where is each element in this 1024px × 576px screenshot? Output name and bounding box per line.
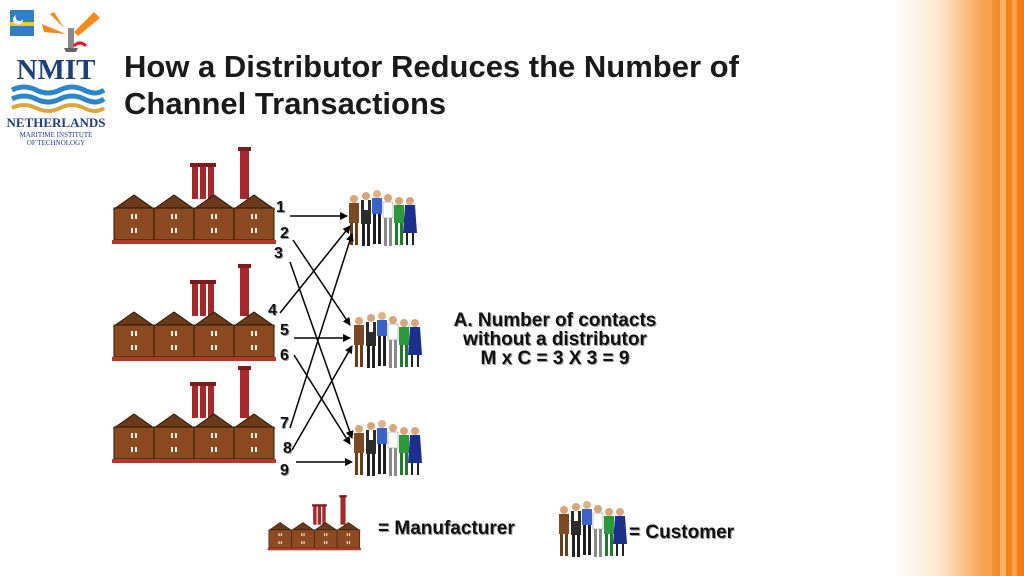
contact-arrow-7 bbox=[289, 233, 354, 429]
legend-customer-label: = Customer bbox=[629, 522, 735, 543]
nmit-logo: NMIT NETHERLANDS MARITIME INSTITUTE OF T… bbox=[7, 10, 106, 147]
logo-abbr: NMIT bbox=[17, 54, 96, 86]
orange-stripe bbox=[1000, 0, 1006, 576]
explanation-line-1: A. Number of contacts bbox=[453, 310, 657, 331]
orange-stripe bbox=[985, 0, 992, 576]
contact-number-4: 4 bbox=[268, 302, 277, 319]
explanation-line-3: M x C = 3 X 3 = 9 bbox=[480, 348, 630, 369]
explanation-line-2: without a distributor bbox=[463, 329, 647, 350]
contact-number-7: 7 bbox=[280, 415, 289, 432]
contact-arrow-8 bbox=[291, 345, 353, 451]
orange-stripe bbox=[1012, 0, 1017, 576]
contact-number-2: 2 bbox=[280, 225, 289, 242]
contact-number-3: 3 bbox=[274, 245, 283, 262]
contact-arrow-3 bbox=[289, 261, 354, 439]
contact-number-1: 1 bbox=[276, 199, 285, 216]
contact-arrow-4 bbox=[279, 225, 351, 314]
slide-title: How a Distributor Reduces the Number of … bbox=[124, 48, 884, 122]
legend-manufacturer-label: = Manufacturer bbox=[378, 518, 515, 539]
logo-name: NETHERLANDS bbox=[7, 115, 106, 130]
title-line-1: How a Distributor Reduces the Number of bbox=[124, 49, 739, 84]
title-line-2: Channel Transactions bbox=[124, 86, 447, 121]
contact-number-6: 6 bbox=[280, 347, 289, 364]
logo-tagline-2: OF TECHNOLOGY bbox=[27, 139, 85, 147]
contact-number-8: 8 bbox=[283, 440, 292, 457]
contact-number-9: 9 bbox=[280, 462, 289, 479]
contact-arrow-2 bbox=[292, 239, 351, 326]
logo-tagline-1: MARITIME INSTITUTE bbox=[20, 131, 93, 139]
contact-number-5: 5 bbox=[280, 322, 289, 339]
contacts-explanation: A. Number of contacts without a distribu… bbox=[430, 311, 680, 368]
